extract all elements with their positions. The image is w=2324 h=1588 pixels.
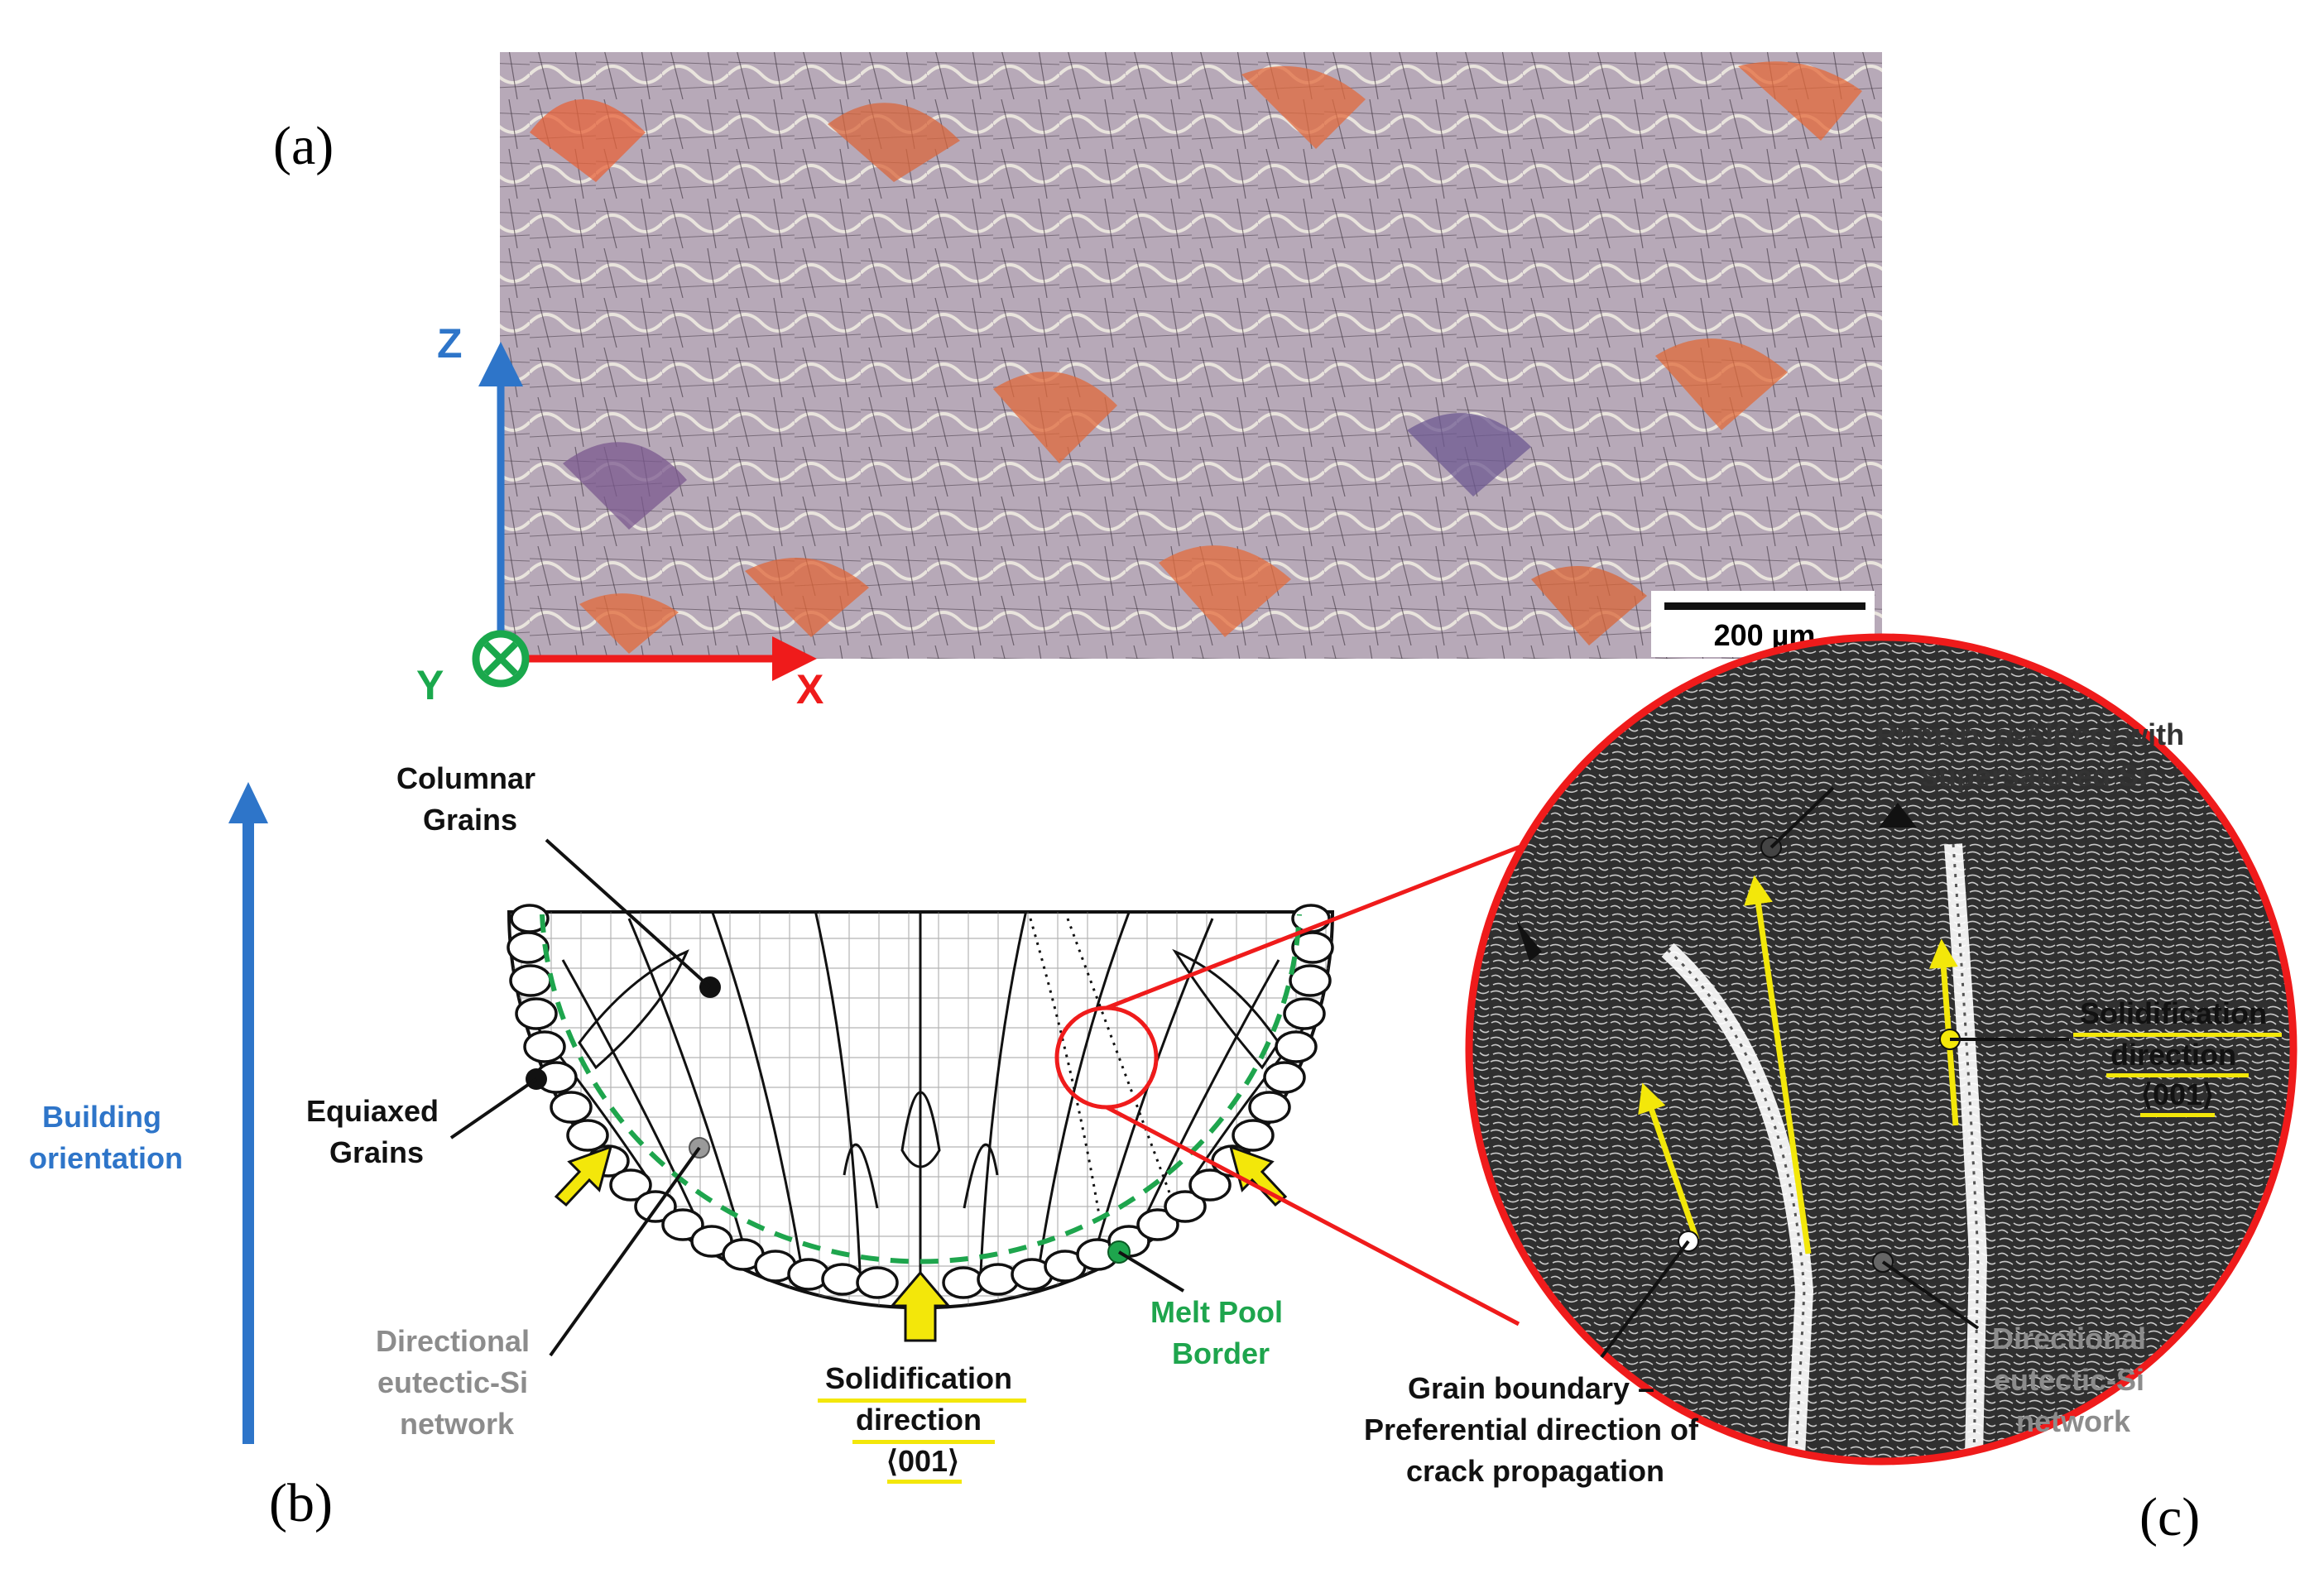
x-axis-label: X — [796, 666, 823, 712]
label-columnar-grains: Columnar Grains — [396, 761, 544, 837]
y-axis-label: Y — [416, 662, 444, 708]
svg-text:Solidification direction: Solidification direction ⟨001⟩ — [2080, 996, 2275, 1111]
label-grain-boundary: Grain boundary – Preferential direction … — [1364, 1371, 1707, 1488]
melt-pool-border-line — [540, 914, 1302, 1264]
label-melt-pool-border: Melt Pool Border — [1150, 1295, 1291, 1370]
svg-text:Solidification direction: Solidification direction ⟨001⟩ — [825, 1361, 1020, 1478]
panel-label-a: (a) — [273, 116, 334, 176]
magnified-view — [1465, 633, 2298, 1466]
micrograph-image: 200 µm — [500, 52, 1882, 659]
z-axis-label: Z — [437, 320, 463, 367]
panel-label-c: (c) — [2139, 1487, 2200, 1547]
label-solidification-c: Solidification direction ⟨001⟩ — [2073, 996, 2282, 1117]
label-solidification-b: Solidification direction ⟨001⟩ — [818, 1361, 1026, 1484]
label-directional-network-c: Directional eutectic-Si network — [1992, 1322, 2154, 1438]
leader-lines-b — [449, 838, 1185, 1357]
panel-label-b: (b) — [269, 1473, 333, 1533]
zoom-connector-bottom — [1105, 1105, 1520, 1327]
solidification-arrows — [554, 1144, 1288, 1342]
building-orientation-arrow — [228, 782, 268, 1444]
building-orientation-label: Building orientation — [29, 1100, 183, 1175]
zoom-connector-top — [1106, 840, 1532, 1010]
label-primary-al: Primary α-Al(fcc) with supersatured Si — [1876, 717, 2192, 793]
coordinate-axes: Z X Y — [416, 320, 823, 712]
label-equiaxed-grains: Equiaxed Grains — [306, 1094, 447, 1169]
leader-lines-c — [1600, 786, 2069, 1359]
label-directional-network-b: Directional eutectic-Si network — [376, 1324, 538, 1441]
melt-pool-schematic — [507, 904, 1335, 1342]
